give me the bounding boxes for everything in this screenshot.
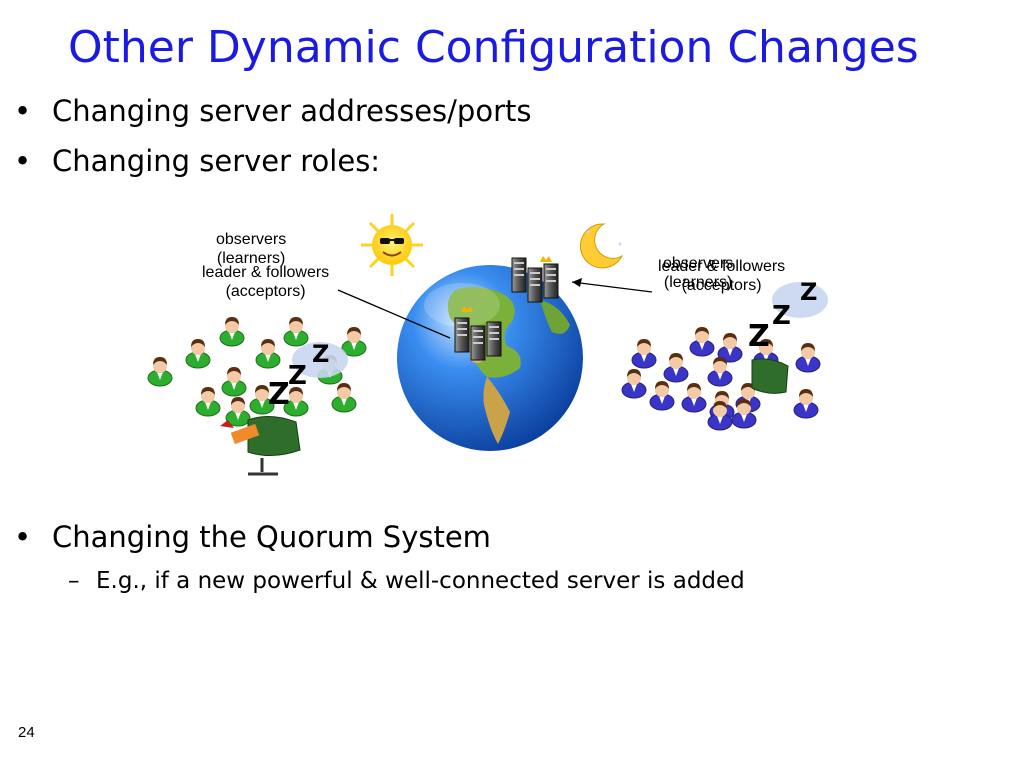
label-text: leader & followers (acceptors) xyxy=(658,258,786,294)
page-title: Other Dynamic Configuration Changes xyxy=(68,22,919,73)
user-icon xyxy=(331,382,357,413)
leaders-label-right: leader & followers (acceptors) xyxy=(658,257,785,295)
bullet-text: Changing server addresses/ports xyxy=(52,94,532,128)
svg-text:Z: Z xyxy=(312,340,329,368)
user-icon xyxy=(341,326,367,357)
connector-arrow xyxy=(571,281,653,293)
user-icon xyxy=(221,366,247,397)
server-rack-icon xyxy=(454,306,502,361)
sleeping-person-icon xyxy=(751,358,789,394)
bullet-item: • Changing server roles: xyxy=(14,144,381,178)
sub-bullet-marker: – xyxy=(68,568,80,594)
bullet-item: • Changing the Quorum System xyxy=(14,520,491,554)
user-icon xyxy=(631,338,657,369)
user-icon xyxy=(649,380,675,411)
bullet-marker: • xyxy=(14,94,32,128)
user-icon xyxy=(225,396,251,427)
user-icon xyxy=(663,352,689,383)
user-icon xyxy=(283,316,309,347)
people-group-right xyxy=(621,326,821,431)
user-icon xyxy=(255,338,281,369)
leaders-label-left: leader & followers (acceptors) xyxy=(202,263,329,301)
label-text: leader & followers (acceptors) xyxy=(202,264,330,300)
user-icon xyxy=(219,316,245,347)
connector-line xyxy=(337,289,451,339)
sun-with-sunglasses-icon xyxy=(361,214,423,276)
svg-text:Z: Z xyxy=(772,301,791,331)
observers-label-left: observers (learners) xyxy=(216,230,286,268)
bullet-text: Changing server roles: xyxy=(52,144,381,178)
page-number: 24 xyxy=(18,724,35,741)
user-icon xyxy=(793,388,819,419)
user-icon xyxy=(689,326,715,357)
user-icon xyxy=(195,386,221,417)
svg-text:Z: Z xyxy=(800,278,817,306)
svg-text:Z: Z xyxy=(748,319,770,354)
label-text: observers (learners) xyxy=(663,255,734,291)
user-icon xyxy=(185,338,211,369)
user-icon xyxy=(621,368,647,399)
label-text: observers (learners) xyxy=(216,231,287,267)
user-icon xyxy=(795,342,821,373)
crescent-moon-icon xyxy=(580,223,624,269)
user-icon xyxy=(681,382,707,413)
svg-text:Z: Z xyxy=(268,377,290,412)
server-rack-icon xyxy=(511,256,559,303)
sleeping-person-icon xyxy=(220,416,301,476)
sub-bullet-item: – E.g., if a new powerful & well-connect… xyxy=(68,568,745,594)
bullet-marker: • xyxy=(14,144,32,178)
user-icon xyxy=(147,356,173,387)
bullet-marker: • xyxy=(14,520,32,554)
sub-bullet-text: E.g., if a new powerful & well-connected… xyxy=(96,568,745,594)
bullet-item: • Changing server addresses/ports xyxy=(14,94,532,128)
svg-text:Z: Z xyxy=(288,361,307,391)
bullet-text: Changing the Quorum System xyxy=(52,520,491,554)
sleep-z-bubble: Z Z Z xyxy=(748,278,828,354)
observers-label-right: observers (learners) xyxy=(663,254,733,292)
sleep-z-bubble: Z Z Z xyxy=(268,340,348,412)
